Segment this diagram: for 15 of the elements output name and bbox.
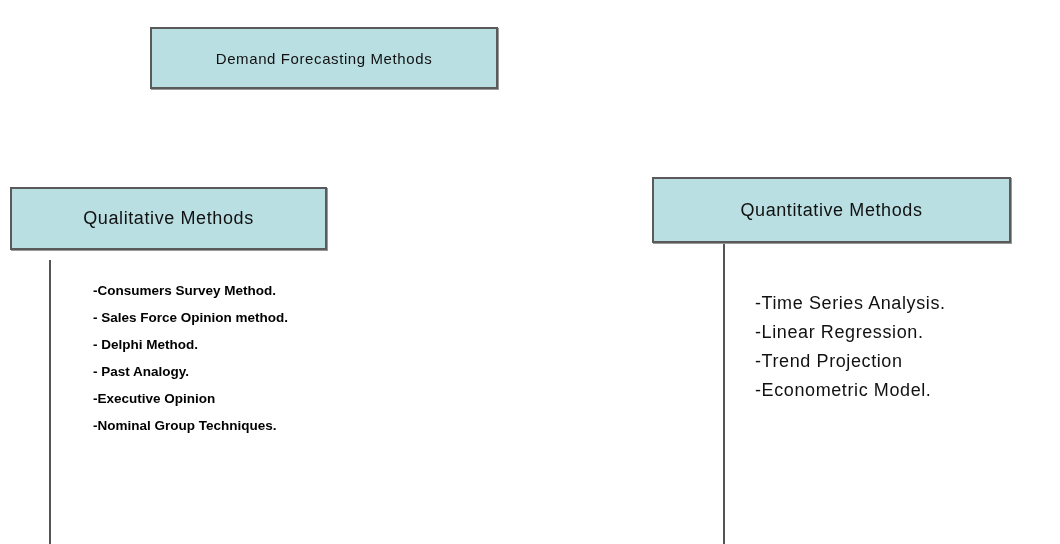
method-item: -Nominal Group Techniques.	[93, 417, 278, 434]
category-box: Quantitative Methods	[652, 177, 1011, 243]
method-item: -Executive Opinion	[93, 390, 217, 407]
connector-line	[723, 242, 725, 544]
method-item: -Linear Regression.	[755, 321, 925, 344]
connector-line	[49, 259, 51, 544]
method-item: - Sales Force Opinion method.	[93, 309, 290, 326]
method-item: -Time Series Analysis.	[755, 292, 946, 315]
method-item: -Consumers Survey Method.	[93, 282, 278, 299]
category-box: Demand Forecasting Methods	[150, 27, 498, 89]
method-item: - Past Analogy.	[93, 363, 191, 380]
method-item: - Delphi Method.	[93, 336, 199, 353]
category-box: Qualitative Methods	[10, 187, 327, 250]
method-item: -Econometric Model.	[755, 379, 933, 402]
method-item: -Trend Projection	[755, 350, 904, 373]
